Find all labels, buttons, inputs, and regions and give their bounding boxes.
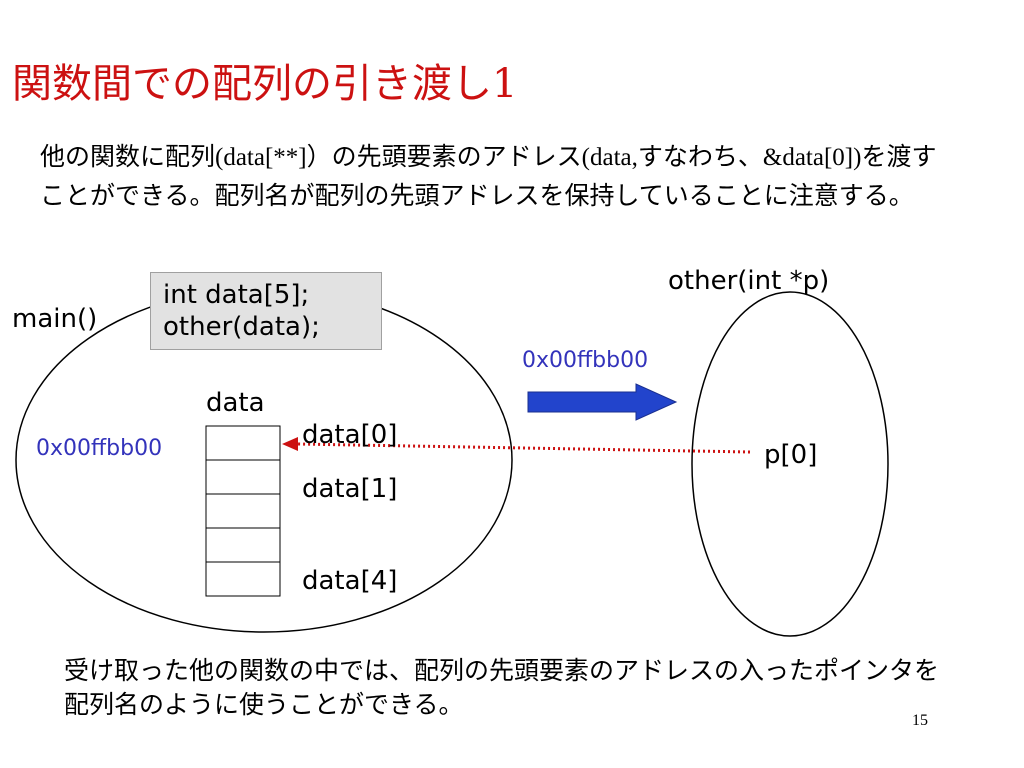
code-line-declaration: int data[5]; bbox=[163, 280, 310, 310]
array-cell-4 bbox=[205, 561, 281, 597]
array-element-label-4: data[4] bbox=[302, 566, 398, 596]
array-cell-3 bbox=[205, 527, 281, 563]
other-function-label: other(int *p) bbox=[668, 266, 830, 296]
array-cell-2 bbox=[205, 493, 281, 529]
code-line-call: other(data); bbox=[163, 312, 320, 342]
title-text: 関数間での配列の引き渡し bbox=[12, 61, 492, 107]
other-function-ellipse bbox=[691, 291, 889, 637]
array-cell-1 bbox=[205, 459, 281, 495]
code-box: int data[5]; other(data); bbox=[150, 272, 382, 350]
intro-text-4: を渡すことができる。配列名が配列の先頭アドレスを保持していることに注意する。 bbox=[40, 142, 937, 210]
pointer-element-label: p[0] bbox=[764, 440, 818, 470]
intro-text-3: すなわち、 bbox=[637, 142, 763, 171]
pointer-arrowhead bbox=[282, 437, 298, 451]
array-name-label: data bbox=[206, 388, 265, 418]
pass-arrow bbox=[527, 383, 678, 421]
intro-code-2: (data, bbox=[581, 144, 638, 171]
array-element-label-0: data[0] bbox=[302, 420, 398, 450]
intro-text-1: 他の関数に配列 bbox=[40, 142, 216, 171]
array-cells bbox=[205, 425, 281, 597]
title-number: 1 bbox=[492, 61, 518, 107]
array-cell-0 bbox=[205, 425, 281, 461]
main-function-label: main() bbox=[12, 304, 98, 334]
array-address-label: 0x00ffbb00 bbox=[36, 436, 163, 461]
passed-address-label: 0x00ffbb00 bbox=[522, 348, 649, 373]
pointer-dotted-line bbox=[297, 442, 751, 454]
intro-code-3: &data[0]) bbox=[762, 144, 862, 171]
slide-title: 関数間での配列の引き渡し1 bbox=[12, 62, 517, 106]
array-element-label-1: data[1] bbox=[302, 474, 398, 504]
bottom-paragraph: 受け取った他の関数の中では、配列の先頭要素のアドレスの入ったポインタを配列名のよ… bbox=[64, 656, 940, 719]
intro-text-2: ）の先頭要素のアドレス bbox=[306, 142, 582, 171]
intro-paragraph: 他の関数に配列(data[**]）の先頭要素のアドレス(data,すなわち、&d… bbox=[40, 138, 940, 215]
intro-code-1: (data[**] bbox=[215, 144, 307, 171]
page-number: 15 bbox=[912, 712, 928, 729]
